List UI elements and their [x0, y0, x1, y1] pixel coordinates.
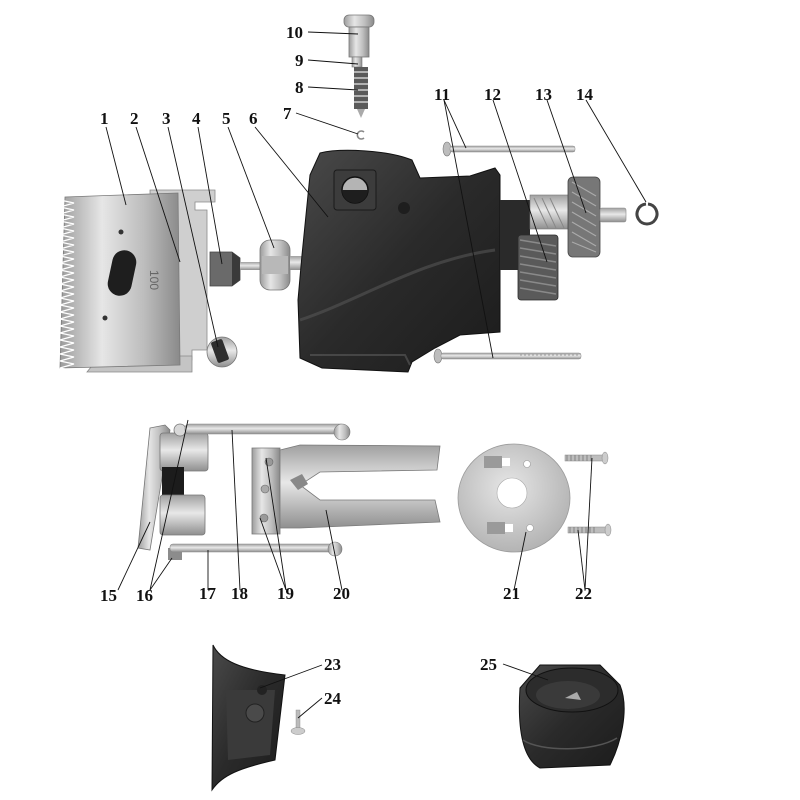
- label-part-22: 22: [575, 584, 592, 603]
- label-part-17: 17: [199, 584, 216, 603]
- part-18-upper-rod: [184, 423, 351, 441]
- part-22-screws: [564, 451, 612, 537]
- part-21-round-plate: [457, 443, 571, 553]
- label-part-4: 4: [192, 109, 201, 128]
- label-part-23: 23: [324, 655, 341, 674]
- label-part-3: 3: [162, 109, 171, 128]
- part-14-e-clip: [635, 202, 659, 226]
- label-part-15: 15: [100, 586, 117, 605]
- label-part-8: 8: [295, 78, 304, 97]
- part-4-square-block: [209, 251, 260, 287]
- part-17-lower-rod: [169, 541, 343, 557]
- part-6-housing: [297, 149, 501, 373]
- part-23-cover: [211, 644, 286, 792]
- part-8-spring: [354, 67, 368, 118]
- label-part-10: 10: [286, 23, 303, 42]
- part-25-cap: [518, 664, 625, 769]
- label-part-7: 7: [283, 104, 292, 123]
- label-part-5: 5: [222, 109, 231, 128]
- part-1-comb-blade: 100: [59, 192, 181, 372]
- label-part-24: 24: [324, 689, 341, 708]
- label-part-13: 13: [535, 85, 552, 104]
- part-10-knob: [343, 14, 375, 68]
- part-24-short-screw: [290, 709, 306, 735]
- label-part-20: 20: [333, 584, 350, 603]
- label-part-2: 2: [130, 109, 139, 128]
- label-part-12: 12: [484, 85, 501, 104]
- label-part-16: 16: [136, 586, 153, 605]
- label-part-21: 21: [503, 584, 520, 603]
- label-part-6: 6: [249, 109, 258, 128]
- label-part-19: 19: [277, 584, 294, 603]
- label-part-9: 9: [295, 51, 304, 70]
- label-part-1: 1: [100, 109, 109, 128]
- part-7-clip: [356, 130, 365, 140]
- label-part-11: 11: [434, 85, 451, 104]
- part-19-rivet-plate: [251, 447, 281, 535]
- part-3-round-nut: [206, 336, 238, 368]
- label-part-14: 14: [576, 85, 593, 104]
- part-15-frame: [137, 424, 209, 551]
- label-part-18: 18: [231, 584, 248, 603]
- part-20-fork-lever: [279, 444, 441, 529]
- label-part-25: 25: [480, 655, 497, 674]
- part-11-long-screws: [433, 141, 582, 364]
- part-13-drive-gear: [529, 176, 627, 258]
- leader-lines: [105, 31, 647, 719]
- blade-marking: 100: [147, 270, 161, 290]
- part-5-bearing: [259, 239, 304, 291]
